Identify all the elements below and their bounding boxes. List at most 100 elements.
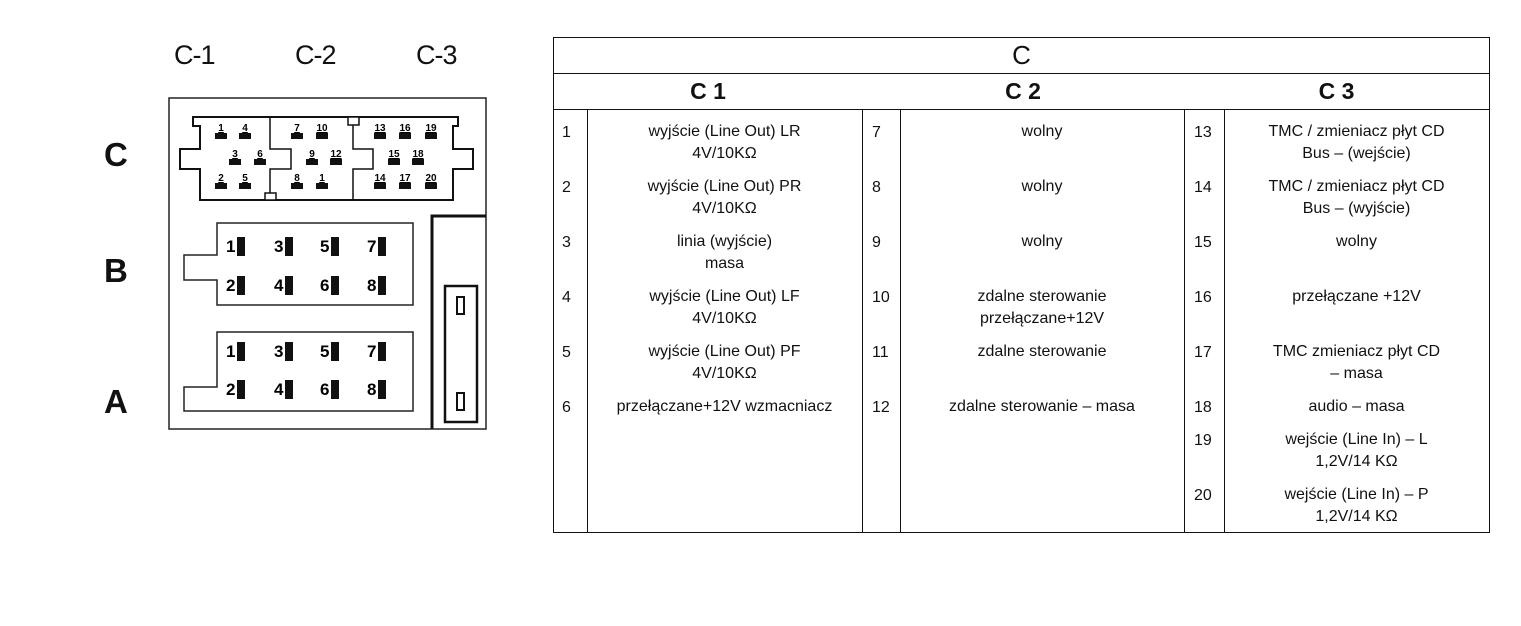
connector-a-outline bbox=[183, 331, 414, 412]
pin-number-cell: 17 bbox=[1194, 344, 1212, 361]
pin-contact bbox=[254, 159, 266, 165]
pin-contact bbox=[374, 183, 386, 189]
pin-number-cell: 18 bbox=[1194, 399, 1212, 416]
pin-description-cell: wyjście (Line Out) LF 4V/10KΩ bbox=[649, 288, 800, 327]
pin-label: 5 bbox=[242, 173, 248, 184]
pin-label: 3 bbox=[232, 149, 238, 160]
pin-contact bbox=[285, 237, 293, 256]
pin-number-cell: 5 bbox=[562, 344, 571, 361]
column-label-c2: C-2 bbox=[295, 40, 337, 70]
group-header-c2: C 2 bbox=[862, 73, 1184, 110]
pin-description-cell: wyjście (Line Out) LR 4V/10KΩ bbox=[648, 123, 801, 162]
pin-number-cell: 13 bbox=[1194, 124, 1212, 141]
pin-label: 1 bbox=[226, 342, 235, 361]
pin-contact bbox=[378, 237, 386, 256]
pin-description-cell: wolny bbox=[1021, 178, 1063, 195]
pin-number-cell: 1 bbox=[562, 124, 571, 141]
pin-label: 4 bbox=[274, 380, 284, 399]
pin-contact bbox=[237, 276, 245, 295]
pin-number-cell: 19 bbox=[1194, 432, 1212, 449]
pin-contact bbox=[285, 342, 293, 361]
pin-contact bbox=[237, 380, 245, 399]
pin-label: 13 bbox=[374, 123, 386, 134]
row-label-b: B bbox=[104, 252, 128, 289]
pin-contact bbox=[425, 133, 437, 139]
key-notch-top bbox=[347, 116, 360, 126]
connector-c-divider-2 bbox=[352, 117, 374, 200]
pin-contact bbox=[378, 342, 386, 361]
pin-label: 2 bbox=[226, 276, 235, 295]
pin-number-cell: 2 bbox=[562, 179, 571, 196]
pin-number-cell: 14 bbox=[1194, 179, 1212, 196]
pin-label: 7 bbox=[367, 342, 376, 361]
connector-c-outline bbox=[179, 116, 474, 201]
pin-number-cell: 9 bbox=[872, 234, 881, 251]
pin-label: 5 bbox=[320, 237, 329, 256]
pin-number-cell: 15 bbox=[1194, 234, 1212, 251]
pin-contact bbox=[412, 159, 424, 165]
pin-label: 14 bbox=[374, 173, 386, 184]
pin-label: 1 bbox=[226, 237, 235, 256]
pin-contact bbox=[316, 183, 328, 189]
pin-description-cell: wyjście (Line Out) PR 4V/10KΩ bbox=[647, 178, 802, 217]
pin-description-cell: zdalne sterowanie bbox=[977, 343, 1107, 360]
pin-label: 4 bbox=[242, 123, 248, 134]
pin-description-cell: wolny bbox=[1336, 233, 1377, 250]
pin-contact bbox=[237, 342, 245, 361]
pin-description-cell: wejście (Line In) – P 1,2V/14 KΩ bbox=[1284, 486, 1429, 525]
pin-label: 9 bbox=[309, 149, 315, 160]
pin-label: 5 bbox=[320, 342, 329, 361]
column-divider bbox=[862, 109, 863, 532]
pin-contact bbox=[331, 276, 339, 295]
group-header-c1: C 1 bbox=[554, 73, 862, 110]
column-label-c1: C-1 bbox=[174, 40, 216, 70]
column-divider bbox=[1184, 109, 1185, 532]
table-title: C bbox=[554, 38, 1489, 74]
pin-description-cell: przełączane +12V bbox=[1292, 288, 1421, 305]
connector-c-divider-1 bbox=[269, 117, 292, 200]
pin-label: 8 bbox=[367, 276, 376, 295]
pin-contact bbox=[399, 183, 411, 189]
group-header-c3: C 3 bbox=[1184, 73, 1489, 110]
pin-contact bbox=[388, 159, 400, 165]
row-label-c: C bbox=[104, 136, 128, 173]
pin-contact bbox=[425, 183, 437, 189]
pin-number-cell: 7 bbox=[872, 124, 881, 141]
pin-label: 2 bbox=[218, 173, 224, 184]
pin-description-cell: linia (wyjście) masa bbox=[676, 233, 773, 272]
pin-contact bbox=[291, 133, 303, 139]
pin-label: 6 bbox=[320, 276, 329, 295]
column-divider bbox=[1224, 109, 1225, 532]
pin-number-cell: 3 bbox=[562, 234, 571, 251]
pin-contact bbox=[239, 133, 251, 139]
pin-label: 12 bbox=[330, 149, 342, 160]
column-label-c3: C-3 bbox=[416, 40, 458, 70]
pin-label: 10 bbox=[316, 123, 328, 134]
pin-label: 7 bbox=[294, 123, 300, 134]
pin-number-cell: 8 bbox=[872, 179, 881, 196]
pin-number-cell: 4 bbox=[562, 289, 571, 306]
pin-contact bbox=[378, 276, 386, 295]
pin-label: 6 bbox=[257, 149, 263, 160]
latch-bar bbox=[430, 214, 486, 429]
pin-label: 17 bbox=[399, 173, 411, 184]
latch-hole-bottom bbox=[456, 392, 465, 411]
pin-number-cell: 6 bbox=[562, 399, 571, 416]
pin-label: 6 bbox=[320, 380, 329, 399]
connector-housing bbox=[168, 97, 487, 430]
pin-label: 1 bbox=[218, 123, 224, 134]
pin-contact bbox=[399, 133, 411, 139]
pin-contact bbox=[316, 133, 328, 139]
pin-description-cell: wejście (Line In) – L 1,2V/14 KΩ bbox=[1285, 431, 1428, 470]
pin-number-cell: 20 bbox=[1194, 487, 1212, 504]
pin-contact bbox=[291, 183, 303, 189]
pin-description-cell: wolny bbox=[1021, 123, 1063, 140]
pin-description-cell: audio – masa bbox=[1308, 398, 1405, 415]
pin-contact bbox=[330, 159, 342, 165]
pin-label: 3 bbox=[274, 342, 283, 361]
pin-contact bbox=[331, 342, 339, 361]
pin-label: 8 bbox=[367, 380, 376, 399]
column-divider bbox=[900, 109, 901, 532]
